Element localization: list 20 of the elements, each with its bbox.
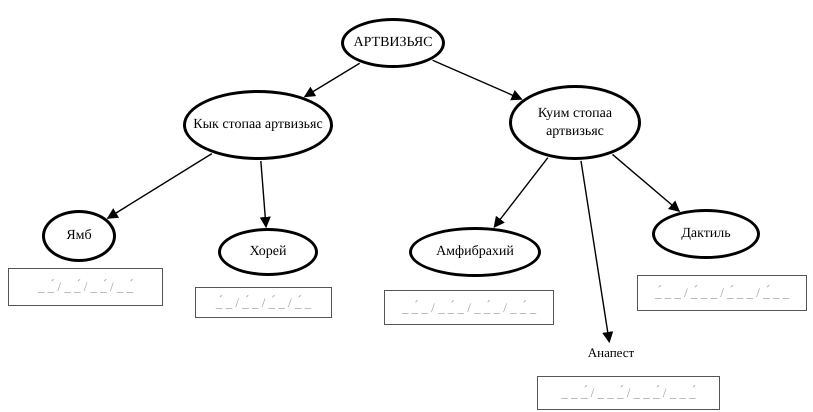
ellipse-node: Ямб: [42, 210, 116, 262]
ellipse-node: Хорей: [218, 228, 318, 276]
arrow: [612, 154, 680, 212]
arrow: [580, 160, 614, 344]
ellipse-node: Куим стопаа артвизьяс: [509, 85, 641, 160]
meter-scheme: _ _́ / _ _́ / _ _́ / _ _́: [8, 268, 163, 306]
ellipse-node: Дактиль: [652, 209, 760, 259]
ellipse-node: Амфибрахий: [409, 227, 541, 277]
node-label: Анапест: [578, 344, 644, 362]
ellipse-node: АРТВИЗЬЯС: [341, 18, 445, 68]
arrow: [304, 62, 360, 98]
meter-scheme: _́ _ / _́ _ / _́ _ / _́ _: [195, 287, 332, 318]
arrow: [260, 160, 271, 228]
arrow: [106, 153, 212, 219]
meter-scheme: _ _́ _ / _ _́ _ / _ _́ _ / _ _́ _: [384, 290, 554, 325]
arrow: [494, 157, 548, 228]
meter-scheme: _ _ _́ / _ _ _́ / _ _ _́ / _ _ _́: [537, 376, 720, 410]
meter-scheme: _́ _ _ / _́ _ _ / _́ _ _ / _́ _ _: [637, 275, 807, 311]
arrow: [432, 60, 523, 100]
ellipse-node: Кык стопаа артвизьяс: [183, 90, 333, 160]
